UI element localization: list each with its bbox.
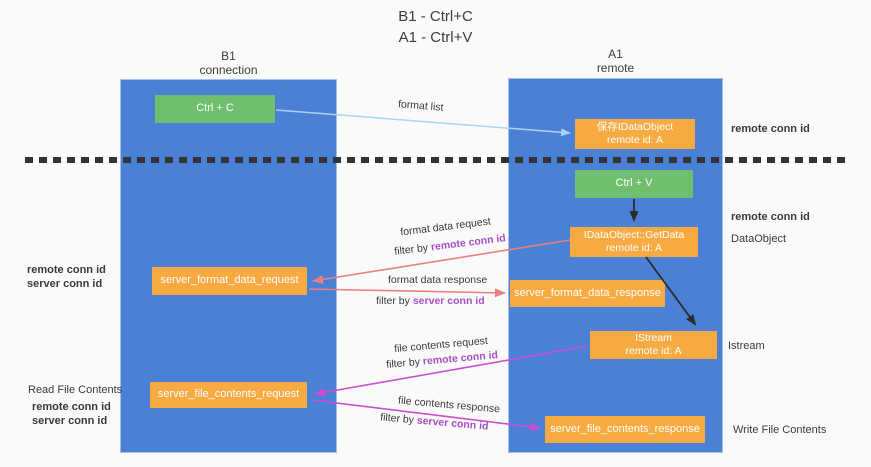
format-list-label: format list — [397, 98, 444, 114]
server-format-data-request-label: server_format_data_request — [160, 274, 299, 287]
getdata-box: IDataObject::GetData remote id: A — [570, 227, 698, 257]
file-contents-response-label: file contents response — [397, 394, 501, 416]
istream-box: IStream remote id: A — [590, 331, 717, 359]
lifeline-b1-title: B1 — [221, 49, 236, 63]
istream-line2: remote id: A — [625, 345, 682, 357]
lifeline-a1-subtitle: remote — [596, 61, 635, 76]
lifeline-b1-subtitle: connection — [199, 63, 258, 78]
lifeline-a1-title: A1 — [608, 47, 623, 61]
remote-conn-id-text: remote conn id — [422, 349, 499, 368]
istream-annotation: Istream — [728, 340, 765, 352]
getdata-line2: remote id: A — [605, 242, 663, 254]
write-file-contents-annotation: Write File Contents — [733, 424, 827, 436]
machine-boundary-dashed-line — [25, 157, 849, 163]
filter-by-text: filter by — [379, 411, 415, 427]
remote-conn-id-annotation-mid: remote conn id — [731, 211, 810, 223]
server-conn-id-text: server conn id — [416, 414, 489, 433]
remote-conn-id-annotation-top: remote conn id — [731, 123, 810, 135]
server-file-contents-request-box: server_file_contents_request — [150, 382, 307, 408]
server-file-contents-request-label: server_file_contents_request — [157, 388, 300, 401]
ctrl-c-box: Ctrl + C — [155, 95, 275, 123]
format-data-response-arrow — [308, 288, 506, 298]
lifeline-header-b1: B1 connection — [120, 49, 337, 78]
ctrl-v-box: Ctrl + V — [575, 170, 693, 198]
format-data-response-label: format data response — [388, 274, 488, 286]
remote-conn-id-annotation-left: remote conn id — [27, 264, 106, 276]
filter-by-text: filter by — [376, 295, 410, 307]
filter-by-text: filter by — [393, 241, 429, 258]
ctrl-c-label: Ctrl + C — [196, 102, 234, 115]
save-idataobject-box: 保存IDataObject remote id: A — [575, 119, 695, 149]
server-conn-id-annotation-left: server conn id — [27, 278, 103, 290]
server-file-contents-response-box: server_file_contents_response — [545, 416, 705, 443]
save-idataobject-line1: 保存IDataObject — [596, 120, 674, 133]
title-line-1: B1 - Ctrl+C — [398, 8, 473, 25]
ctrl-v-label: Ctrl + V — [615, 177, 653, 190]
istream-line1: IStream — [635, 331, 672, 344]
save-idataobject-line2: remote id: A — [606, 134, 664, 146]
server-file-contents-response-label: server_file_contents_response — [550, 422, 700, 435]
remote-conn-id-text: remote conn id — [430, 232, 507, 254]
server-conn-id-annotation-bottom-left: server conn id — [32, 415, 108, 427]
filter-by-text: filter by — [385, 355, 421, 371]
remote-conn-id-annotation-bottom-left: remote conn id — [32, 401, 111, 413]
dataobject-annotation: DataObject — [731, 233, 787, 245]
server-format-data-response-box: server_format_data_response — [510, 280, 665, 307]
title-line-2: A1 - Ctrl+V — [398, 29, 473, 46]
read-file-contents-annotation: Read File Contents — [28, 384, 123, 396]
lifeline-header-a1: A1 remote — [508, 47, 723, 76]
server-format-data-response-label: server_format_data_response — [514, 286, 661, 299]
server-format-data-request-box: server_format_data_request — [152, 267, 307, 295]
getdata-line1: IDataObject::GetData — [583, 228, 685, 241]
diagram-title: B1 - Ctrl+C A1 - Ctrl+V — [0, 6, 871, 48]
server-conn-id-text: server conn id — [412, 295, 485, 307]
